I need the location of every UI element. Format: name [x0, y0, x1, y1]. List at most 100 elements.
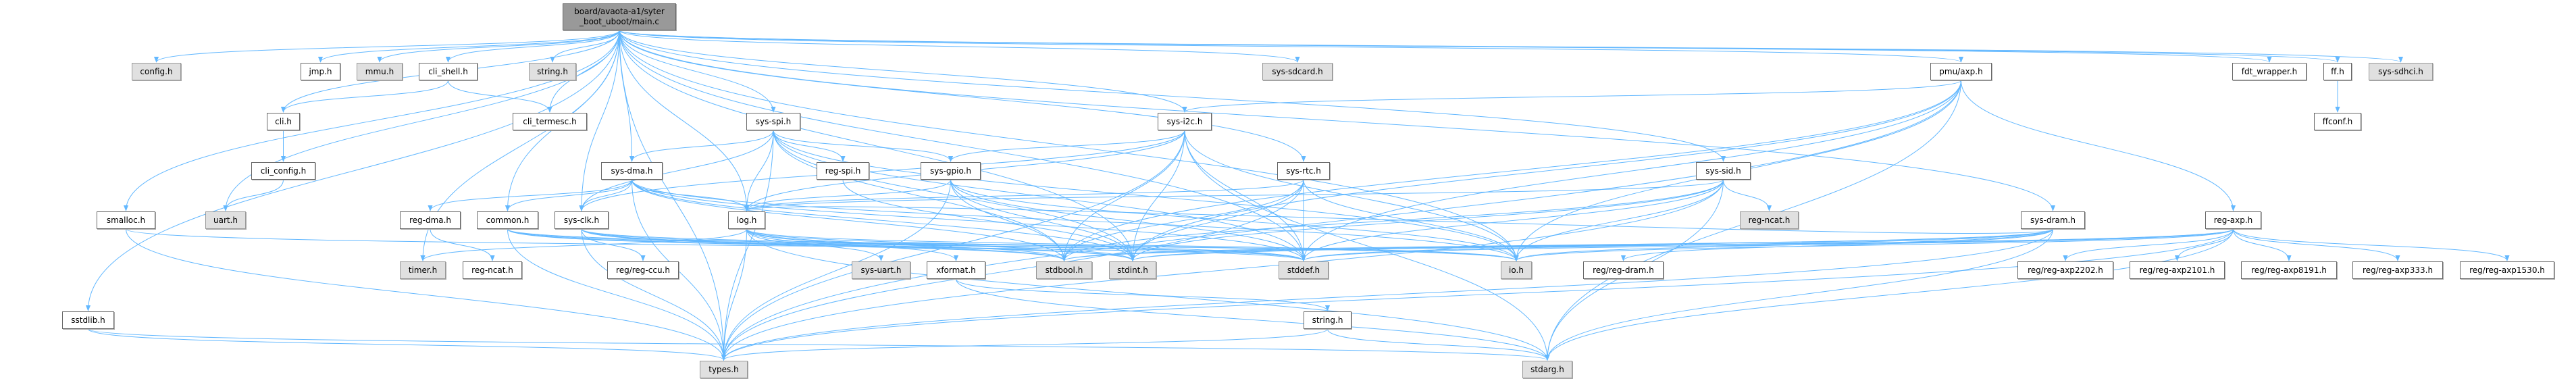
edge-main-to-sys_dram	[619, 30, 2055, 211]
edge-xformat-to-string	[956, 278, 1330, 311]
node-timer[interactable]: timer.h	[400, 261, 446, 279]
edge-sys_gpio-to-stdbool	[950, 179, 1067, 261]
node-sys-rtc[interactable]: sys-rtc.h	[1277, 162, 1330, 180]
edge-sys_dma-to-reg_dma	[428, 179, 632, 211]
edge-sys_dram-to-log	[744, 205, 2053, 234]
node-xformat[interactable]: xformat.h	[927, 261, 985, 279]
node-reg-ccu[interactable]: reg/reg-ccu.h	[607, 261, 679, 279]
edge-cli_config-to-uart	[223, 179, 284, 211]
edge-main-to-sys_sid	[619, 30, 1726, 162]
node-reg-dram[interactable]: reg/reg-dram.h	[1583, 261, 1664, 279]
edge-log-to-timer	[420, 228, 747, 261]
edge-main-to-sys_clk	[579, 30, 620, 211]
edge-sys_spi-to-reg_spi	[773, 130, 846, 162]
edge-sys_spi-to-sys_clk	[579, 130, 774, 211]
node-stddef[interactable]: stddef.h	[1279, 261, 1329, 279]
edge-sys_i2c-to-io	[1184, 130, 1519, 261]
edge-sys_dma-to-common	[505, 179, 632, 211]
edge-sys_sid-to-stdint	[1130, 179, 1724, 261]
edge-pmu_axp-to-reg_axp	[1961, 80, 2236, 211]
edge-sys_sid-to-log	[744, 179, 1724, 211]
node-reg-spi[interactable]: reg-spi.h	[817, 162, 869, 180]
edge-reg_axp-to-stdarg	[1545, 228, 2234, 361]
edge-sys_spi-to-sys_gpio	[773, 130, 954, 162]
node-stdbool[interactable]: stdbool.h	[1036, 261, 1092, 279]
node-types[interactable]: types.h	[700, 361, 748, 378]
node-ffconf[interactable]: ffconf.h	[2314, 113, 2361, 130]
node-stdint[interactable]: stdint.h	[1109, 261, 1156, 279]
node-sstdlib[interactable]: sstdlib.h	[62, 311, 114, 329]
edge-sys_spi-to-stdint	[773, 130, 1135, 261]
node-sys-uart[interactable]: sys-uart.h	[852, 261, 910, 279]
node-jmp[interactable]: jmp.h	[301, 63, 340, 80]
node-cli-config[interactable]: cli_config.h	[251, 162, 315, 180]
edge-sstdlib-to-stdarg	[88, 328, 1549, 361]
edge-sys_dma-to-sys_clk	[579, 179, 632, 211]
edge-reg_axp-to-reg_axp333	[2233, 228, 2400, 261]
edge-sys_dma-to-stddef	[632, 179, 1306, 261]
node-sys-dma[interactable]: sys-dma.h	[601, 162, 663, 180]
edge-pmu_axp-to-sys_i2c	[1182, 80, 1961, 113]
node-config[interactable]: config.h	[132, 63, 181, 80]
edge-reg_axp-to-reg_axp2202	[2063, 228, 2234, 261]
edge-common-to-types	[507, 228, 727, 361]
edge-sys_i2c-to-stdbool	[1061, 130, 1185, 261]
edge-sys_sid-to-types	[721, 179, 1724, 361]
node-io[interactable]: io.h	[1501, 261, 1532, 279]
edge-main-to-sstdlib	[85, 30, 620, 311]
node-reg-ncat-ext[interactable]: reg-ncat.h	[1740, 211, 1799, 229]
node-reg-dma[interactable]: reg-dma.h	[400, 211, 461, 229]
edge-main-to-sys_rtc	[619, 30, 1306, 162]
edge-sys_i2c-to-types	[721, 130, 1185, 361]
edge-sys_clk-to-reg_ccu	[581, 228, 646, 261]
edge-sys_i2c-to-stdarg	[1184, 130, 1550, 361]
node-uart[interactable]: uart.h	[205, 211, 246, 229]
node-main[interactable]: board/avaota-a1/syter _boot_uboot/main.c	[563, 3, 676, 30]
node-string[interactable]: string.h	[1304, 311, 1351, 329]
node-reg-axp2101[interactable]: reg/reg-axp2101.h	[2130, 261, 2225, 279]
edge-sys_spi-to-sys_dma	[629, 130, 774, 162]
node-common[interactable]: common.h	[477, 211, 538, 229]
node-ff[interactable]: ff.h	[2323, 63, 2352, 80]
node-reg-axp333[interactable]: reg/reg-axp333.h	[2352, 261, 2443, 279]
node-log[interactable]: log.h	[728, 211, 765, 229]
edge-sys_dram-to-stdint	[1130, 228, 2053, 261]
edge-reg_axp-to-reg_axp1530	[2233, 228, 2510, 261]
edge-sys_clk-to-io	[581, 228, 1519, 261]
node-sys-clk[interactable]: sys-clk.h	[555, 211, 609, 229]
node-pmu-axp[interactable]: pmu/axp.h	[1930, 63, 1992, 80]
node-sys-sdcard[interactable]: sys-sdcard.h	[1262, 63, 1333, 80]
node-stdarg[interactable]: stdarg.h	[1522, 361, 1572, 378]
node-sys-sid[interactable]: sys-sid.h	[1696, 162, 1751, 180]
edge-smalloc-to-stddef	[126, 228, 1306, 261]
edge-cli_shell-to-cli_termesc	[448, 80, 552, 113]
node-sys-sdhci[interactable]: sys-sdhci.h	[2369, 63, 2433, 80]
edge-sys_i2c-to-stdint	[1130, 130, 1185, 261]
node-string-ext[interactable]: string.h	[529, 63, 576, 80]
node-sys-dram[interactable]: sys-dram.h	[2021, 211, 2085, 229]
node-cli[interactable]: cli.h	[267, 113, 300, 130]
node-fdt-wrapper[interactable]: fdt_wrapper.h	[2232, 63, 2307, 80]
node-cli-shell[interactable]: cli_shell.h	[419, 63, 478, 80]
node-sys-spi[interactable]: sys-spi.h	[746, 113, 800, 130]
node-reg-axp2202[interactable]: reg/reg-axp2202.h	[2017, 261, 2113, 279]
edge-log-to-stdbool	[746, 228, 1066, 261]
node-reg-axp[interactable]: reg-axp.h	[2205, 211, 2261, 229]
node-mmu[interactable]: mmu.h	[357, 63, 403, 80]
node-sys-gpio[interactable]: sys-gpio.h	[921, 162, 981, 180]
edge-main-to-sys_i2c	[619, 30, 1187, 113]
node-reg-axp8191[interactable]: reg/reg-axp8191.h	[2241, 261, 2337, 279]
edge-sys_spi-to-stdbool	[773, 130, 1067, 261]
edge-pmu_axp-to-stdbool	[1061, 80, 1961, 261]
edge-reg_axp-to-reg_axp8191	[2233, 228, 2292, 261]
edge-sys_gpio-to-types	[721, 179, 951, 361]
node-reg-ncat[interactable]: reg-ncat.h	[463, 261, 522, 279]
node-cli-termesc[interactable]: cli_termesc.h	[513, 113, 587, 130]
node-smalloc[interactable]: smalloc.h	[97, 211, 155, 229]
edge-reg_axp-to-stdint	[1130, 228, 2234, 261]
node-reg-axp1530[interactable]: reg/reg-axp1530.h	[2460, 261, 2554, 279]
edge-log-to-stdarg	[746, 228, 1550, 361]
node-sys-i2c[interactable]: sys-i2c.h	[1158, 113, 1212, 130]
edge-sys_dma-to-io	[632, 179, 1519, 261]
